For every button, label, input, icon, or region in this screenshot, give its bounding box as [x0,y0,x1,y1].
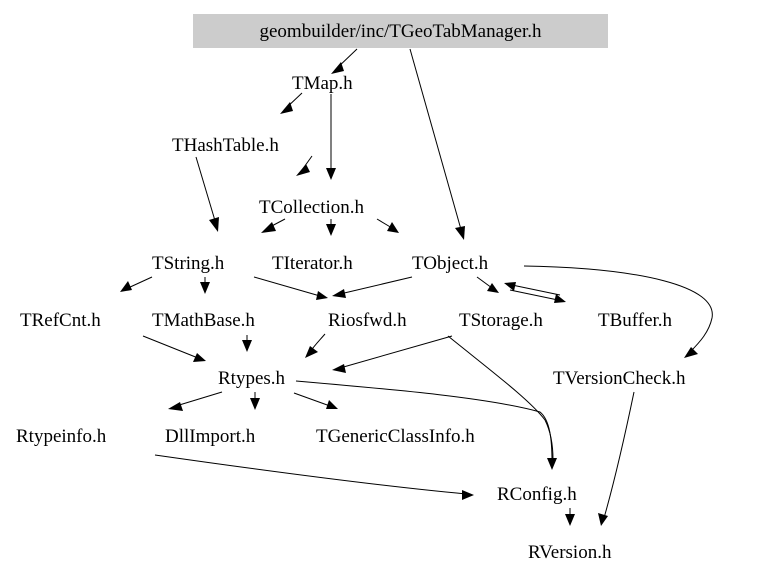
node-titerator[interactable]: TIterator.h [272,253,353,274]
edge-tstring-to-trefcnt [120,276,153,292]
node-tgenericclassinfo[interactable]: TGenericClassInfo.h [316,426,475,447]
node-tmap[interactable]: TMap.h [292,73,353,94]
node-tstring[interactable]: TString.h [152,253,225,274]
edge-tobject-to-tversioncheck [523,265,713,358]
edge-rtypes-to-rtypeinfo [168,391,223,411]
node-rtypes[interactable]: Rtypes.h [218,368,286,389]
edge-tmap-to-thashtable [280,92,303,114]
edge-root-to-tmap [331,48,358,74]
node-rtypeinfo[interactable]: Rtypeinfo.h [16,426,107,447]
node-tcollection[interactable]: TCollection.h [259,197,365,218]
edge-tmap-to-tcollection [326,94,336,180]
edge-tstring-to-tmathbase [200,277,210,294]
node-dllimport[interactable]: DllImport.h [165,426,256,447]
edge-rtypes-to-dllimport [250,392,260,410]
edge-tcollection-to-tstring [261,218,286,233]
edge-rtypes-to-tgenericclassinfo [293,392,338,409]
edge-tcollection-to-titerator [326,219,336,236]
node-rconfig[interactable]: RConfig.h [497,484,577,505]
edge-tobject-to-tbuffer [509,289,566,303]
edge-tstorage-to-rtypes [332,335,453,373]
node-root[interactable]: geombuilder/inc/TGeoTabManager.h [193,14,608,48]
edge-thashtable-to-tstring [195,156,219,232]
node-tversioncheck[interactable]: TVersionCheck.h [553,368,686,389]
edge-rtypeinfo-to-rconfig [154,454,474,500]
edge-trefcnt-to-rtypes [142,335,206,362]
node-trefcnt[interactable]: TRefCnt.h [20,310,101,331]
edge-tcollection-to-tobject [376,218,399,233]
edge-tversioncheck-to-rversion [598,391,635,526]
node-rversion[interactable]: RVersion.h [528,542,612,563]
edge-tobject-to-tstorage [476,276,499,293]
edge-tobject-to-riosfwd [332,276,413,298]
edge-tstring-to-riosfwd [253,276,328,300]
edge-riosfwd-to-rtypes [305,333,326,358]
edge-tstorage-to-rconfig [447,335,554,461]
node-tstorage[interactable]: TStorage.h [459,310,543,331]
node-tbuffer[interactable]: TBuffer.h [598,310,673,331]
node-tmathbase[interactable]: TMathBase.h [152,310,255,331]
node-riosfwd[interactable]: Riosfwd.h [328,310,407,331]
edge-tbuffer-to-tobject [504,282,561,296]
edge-thashtable-to-tcollection [296,155,313,176]
edge-rconfig-to-rversion [565,508,575,526]
edge-tmathbase-to-rtypes [242,335,252,352]
node-thashtable[interactable]: THashTable.h [172,135,279,156]
node-tobject[interactable]: TObject.h [412,253,489,274]
edge-root-to-tobject [409,48,465,240]
node-root-label: geombuilder/inc/TGeoTabManager.h [259,20,542,42]
